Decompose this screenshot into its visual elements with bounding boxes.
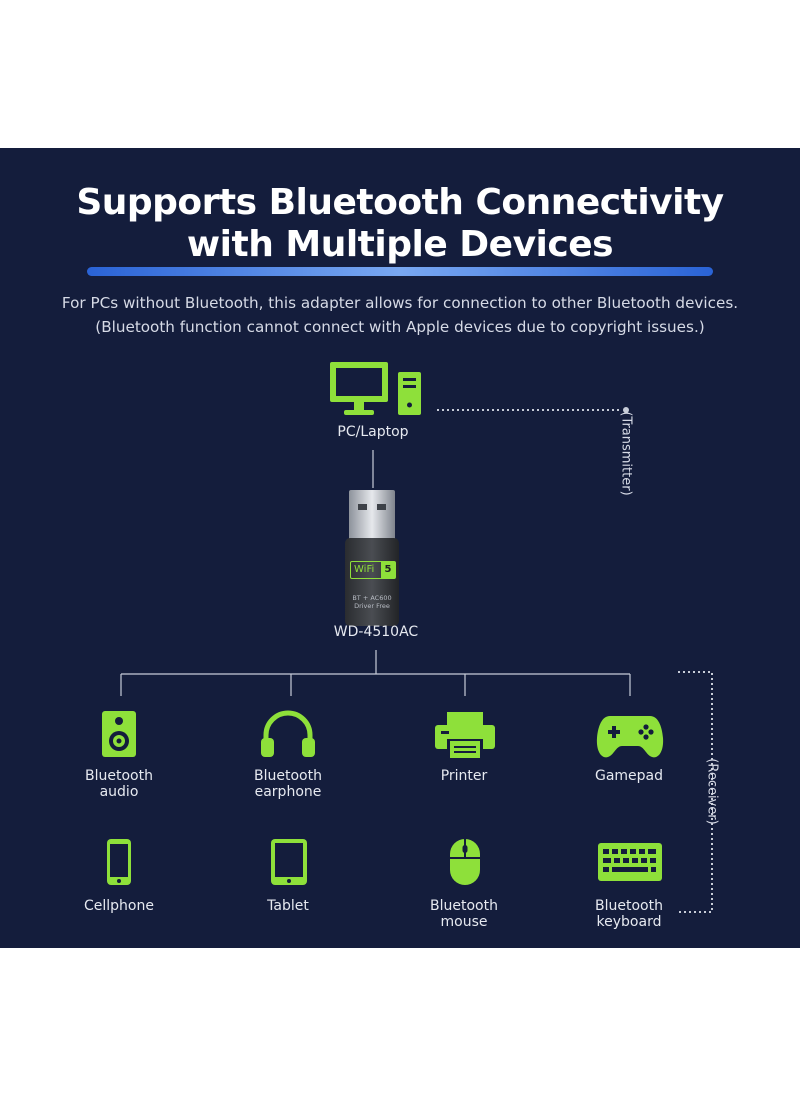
adapter-spec-text: BT + AC600 Driver Free — [345, 594, 399, 610]
title-line-2: with Multiple Devices — [186, 224, 614, 265]
device-label-line-1: Tablet — [267, 898, 309, 914]
adapter-badge-text: WiFi — [354, 564, 375, 575]
printer-icon — [435, 712, 495, 758]
title-line-1: Supports Bluetooth Connectivity — [76, 182, 724, 223]
device-label-line-2: mouse — [440, 914, 488, 930]
headphones-icon — [261, 710, 315, 757]
gamepad-icon — [596, 716, 664, 758]
device-label-printer: Printer — [399, 768, 529, 784]
device-label-tablet: Tablet — [223, 898, 353, 914]
device-label-line-1: Cellphone — [84, 898, 154, 914]
device-label-line-1: Bluetooth — [595, 898, 663, 914]
device-label-cellphone: Cellphone — [54, 898, 184, 914]
device-label-bluetooth-mouse: Bluetooth mouse — [399, 898, 529, 930]
device-label-line-1: Gamepad — [594, 768, 664, 784]
tablet-icon — [271, 839, 307, 885]
keyboard-icon — [598, 843, 662, 881]
device-label-bluetooth-keyboard: Bluetooth keyboard — [564, 898, 694, 930]
device-label-line-2: keyboard — [596, 914, 662, 930]
transmitter-label: (Transmitter) — [618, 411, 634, 496]
speaker-icon — [102, 711, 136, 757]
device-label-line-1: Bluetooth — [254, 768, 322, 784]
adapter-spec-line-2: Driver Free — [354, 602, 390, 610]
desktop-computer-icon — [330, 362, 421, 415]
device-label-line-1: Printer — [440, 768, 488, 784]
receiver-label: (Receiver) — [704, 758, 720, 825]
usb-adapter-icon — [345, 490, 399, 626]
device-label-gamepad: Gamepad — [564, 768, 694, 784]
device-label-bluetooth-earphone: Bluetooth earphone — [223, 768, 353, 800]
device-label-line-2: earphone — [254, 784, 322, 800]
device-label-bluetooth-audio: Bluetooth audio — [54, 768, 184, 800]
device-label-line-1: Bluetooth — [430, 898, 498, 914]
device-label-line-2: audio — [99, 784, 139, 800]
infographic-panel: Supports Bluetooth Connectivity with Mul… — [0, 148, 800, 948]
adapter-spec-line-1: BT + AC600 — [352, 594, 392, 602]
mouse-icon — [450, 839, 480, 885]
page-title: Supports Bluetooth Connectivity with Mul… — [0, 182, 800, 266]
subtitle: For PCs without Bluetooth, this adapter … — [0, 291, 800, 339]
title-underline — [87, 267, 713, 276]
adapter-badge-number: 5 — [381, 562, 395, 578]
subtitle-line-2: (Bluetooth function cannot connect with … — [95, 318, 705, 336]
subtitle-line-1: For PCs without Bluetooth, this adapter … — [61, 294, 739, 312]
connector-lines — [120, 407, 713, 913]
source-label: PC/Laptop — [337, 424, 409, 440]
adapter-wifi-badge: WiFi 5 — [350, 561, 396, 579]
cellphone-icon — [107, 839, 131, 885]
adapter-model-label: WD-4510AC — [333, 624, 419, 640]
device-label-line-1: Bluetooth — [85, 768, 153, 784]
